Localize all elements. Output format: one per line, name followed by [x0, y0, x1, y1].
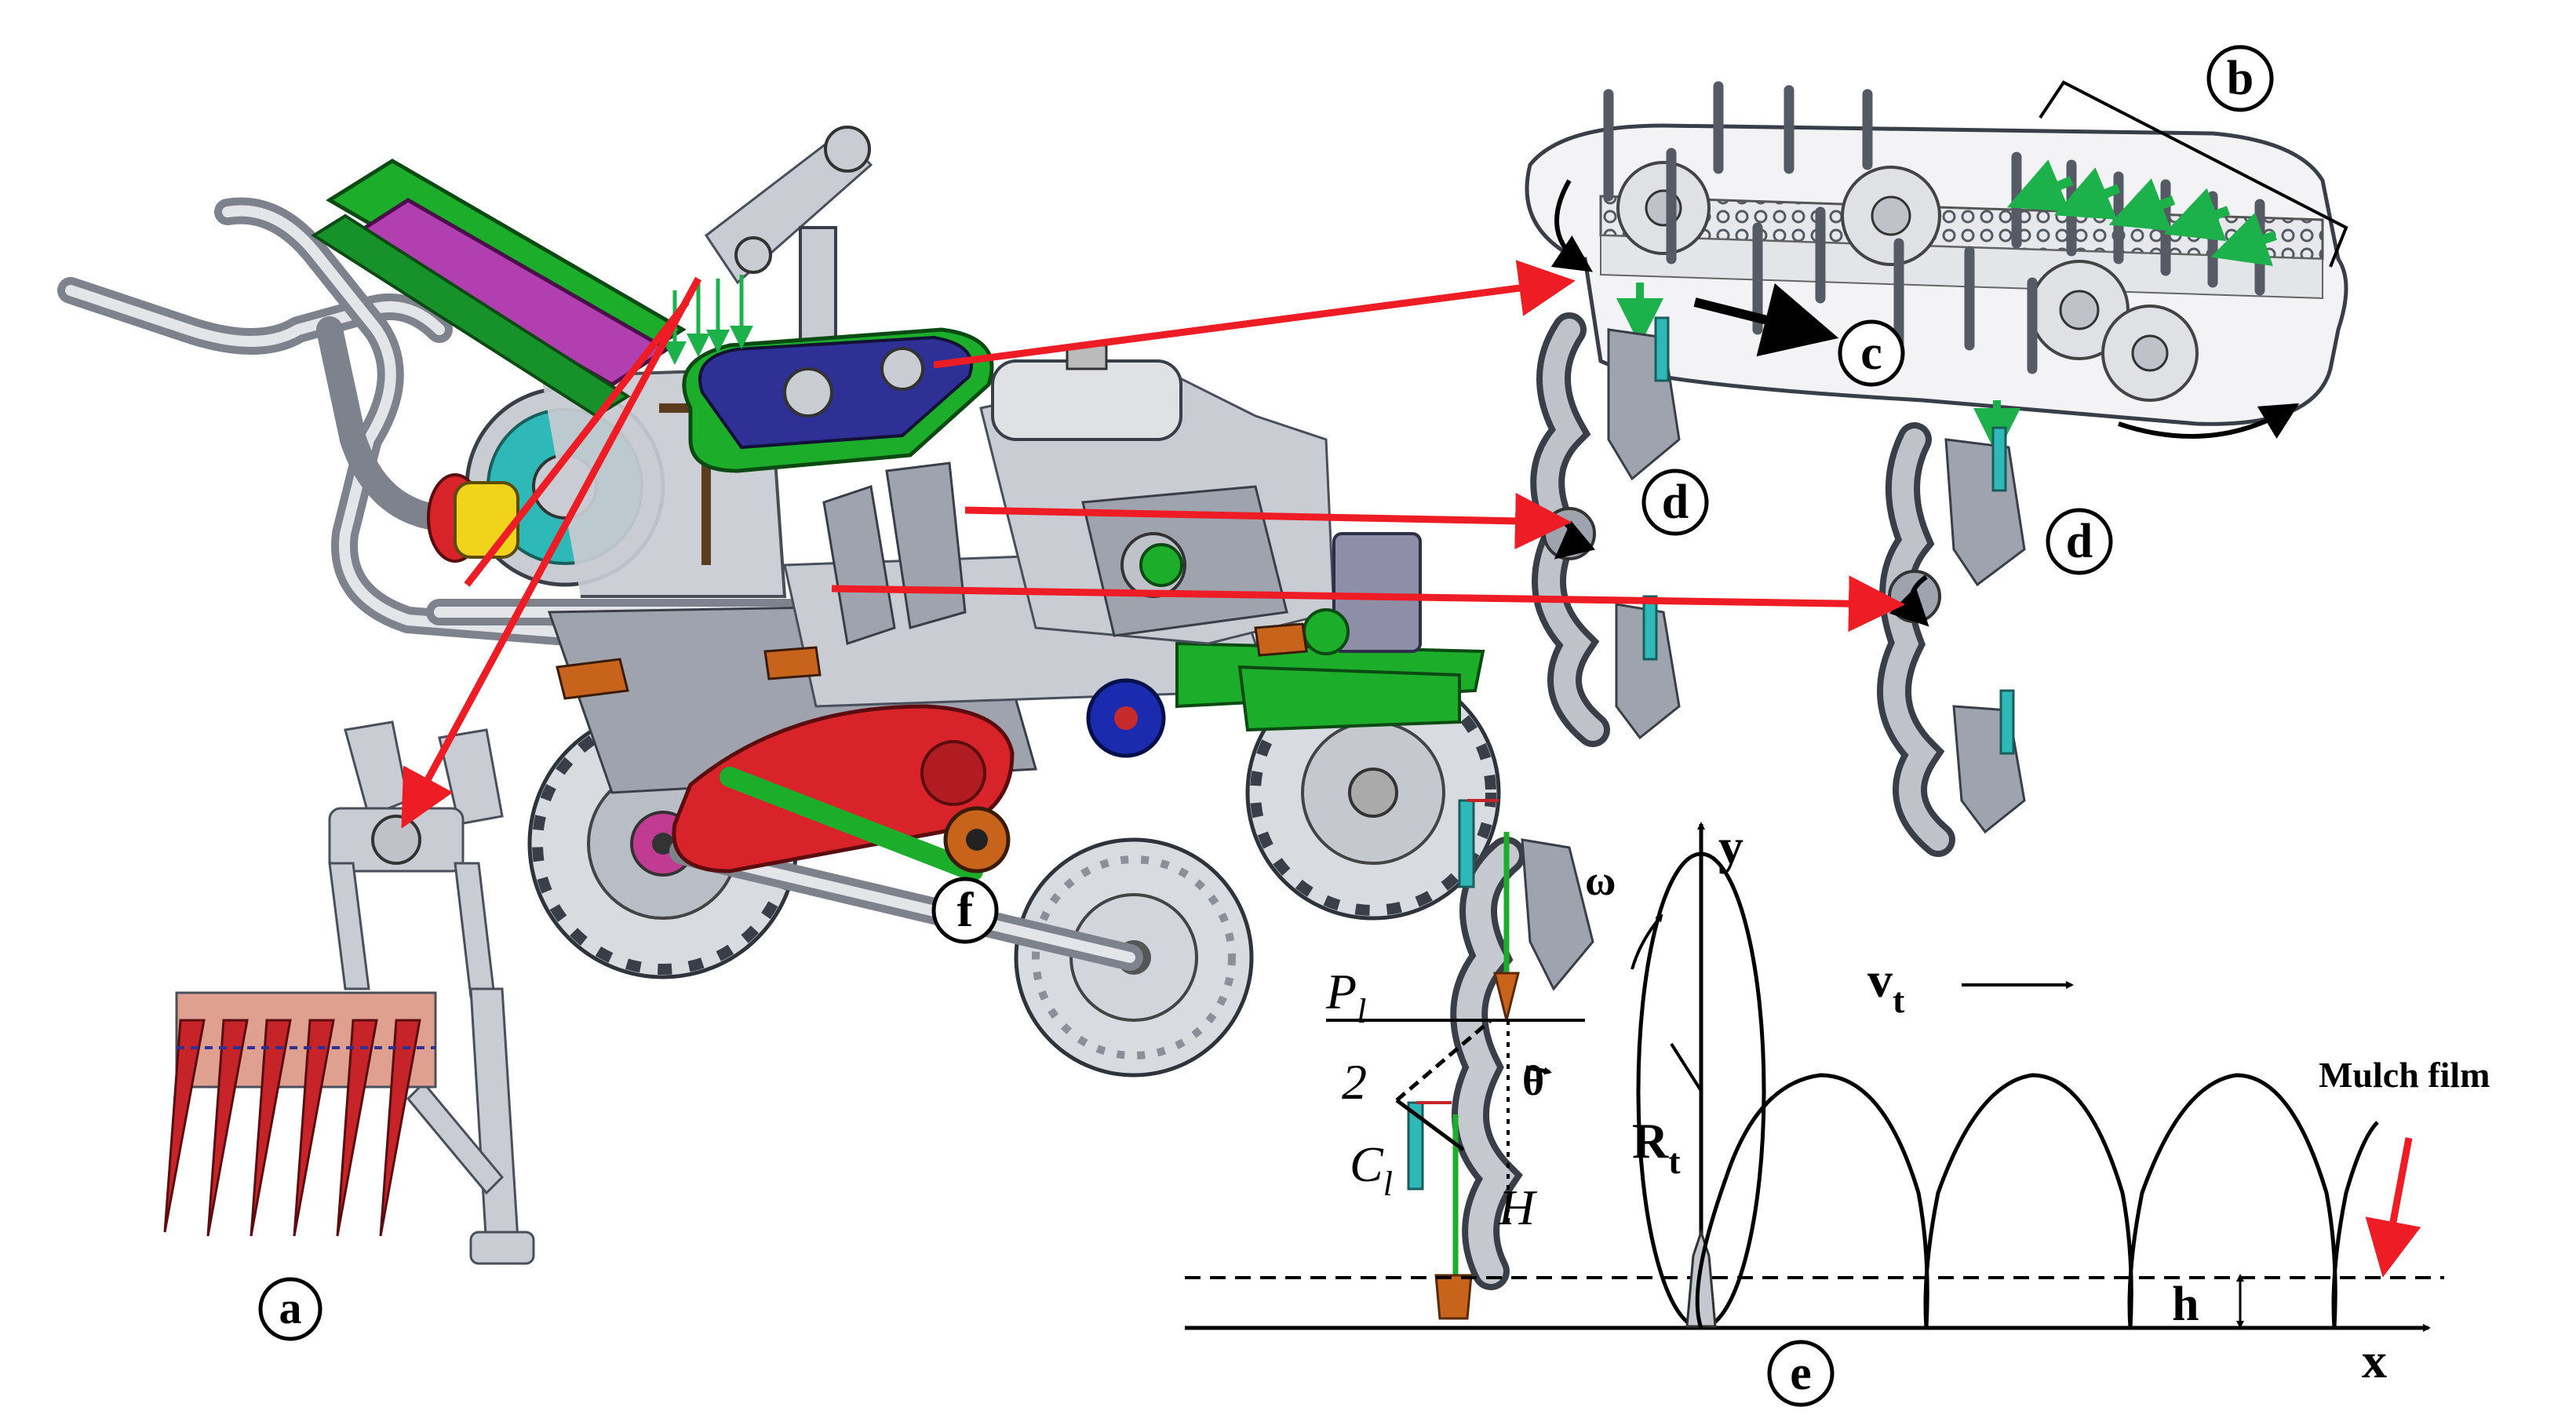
- label-d-lower: d: [2046, 508, 2113, 575]
- mulch-film-label: Mulch film: [2319, 1055, 2490, 1095]
- pointer-arrows: [401, 260, 1905, 829]
- p-label: P: [1325, 964, 1357, 1019]
- velocity-subscript: t: [1893, 980, 1905, 1020]
- schematic-labels: y x ω vt Rt θ Pl 2 Cl H h Mulch film: [1325, 819, 2490, 1388]
- seed-conveyor-small: [663, 275, 994, 473]
- trajectory-schematic: [1185, 799, 2444, 1332]
- theta-label: θ: [1522, 1057, 1544, 1104]
- planting-module-lower: [1877, 422, 2026, 857]
- drive-motor: [427, 473, 519, 563]
- straight-arrow-icon: [1693, 283, 1839, 357]
- svg-text:Cl: Cl: [1350, 1136, 1393, 1203]
- curved-arrow-icon: [2118, 403, 2300, 439]
- svg-text:Rt: Rt: [1632, 1113, 1681, 1181]
- curved-arrow-icon: [1550, 179, 1593, 272]
- svg-text:a: a: [279, 1282, 302, 1333]
- label-c: c: [1838, 319, 1905, 387]
- label-e: e: [1767, 1340, 1835, 1407]
- mechanism-sketch: [1326, 799, 1663, 1320]
- height-lower-label: h: [2172, 1278, 2199, 1331]
- velocity-label: v: [1867, 952, 1893, 1008]
- label-a: a: [258, 1277, 322, 1341]
- p-subscript: l: [1357, 992, 1366, 1030]
- radius-label: R: [1632, 1113, 1669, 1169]
- svg-text:c: c: [1860, 326, 1882, 380]
- svg-text:b: b: [2227, 52, 2254, 105]
- transplanter-machine: [57, 126, 1501, 1078]
- svg-text:d: d: [1662, 476, 1689, 529]
- svg-text:d: d: [2066, 515, 2093, 568]
- y-axis-label: y: [1718, 819, 1743, 874]
- svg-text:Pl: Pl: [1325, 964, 1366, 1030]
- panel-labels: a b c d d e f: [258, 45, 2274, 1407]
- c-subscript: l: [1383, 1165, 1393, 1203]
- omega-label: ω: [1585, 857, 1616, 904]
- svg-text:e: e: [1790, 1347, 1812, 1400]
- seed-conveyor-detail: [1525, 80, 2348, 455]
- height-upper-label: H: [1498, 1180, 1538, 1235]
- label-f: f: [931, 877, 999, 944]
- label-d-upper: d: [1641, 469, 1709, 536]
- svg-text:vt: vt: [1867, 952, 1905, 1020]
- engine: [979, 344, 1422, 655]
- c-label: C: [1350, 1136, 1384, 1192]
- radius-subscript: t: [1668, 1141, 1681, 1181]
- claw-needles: [163, 991, 437, 1237]
- lifting-arm: [704, 126, 873, 410]
- label-b: b: [2206, 45, 2274, 112]
- fraction-denominator: 2: [1342, 1054, 1367, 1110]
- transplanting-claw: [163, 720, 535, 1265]
- x-axis-label: x: [2362, 1333, 2387, 1388]
- trajectory-curve: [1695, 1073, 2379, 1329]
- svg-text:f: f: [957, 884, 975, 937]
- belt-guard: [672, 704, 1015, 873]
